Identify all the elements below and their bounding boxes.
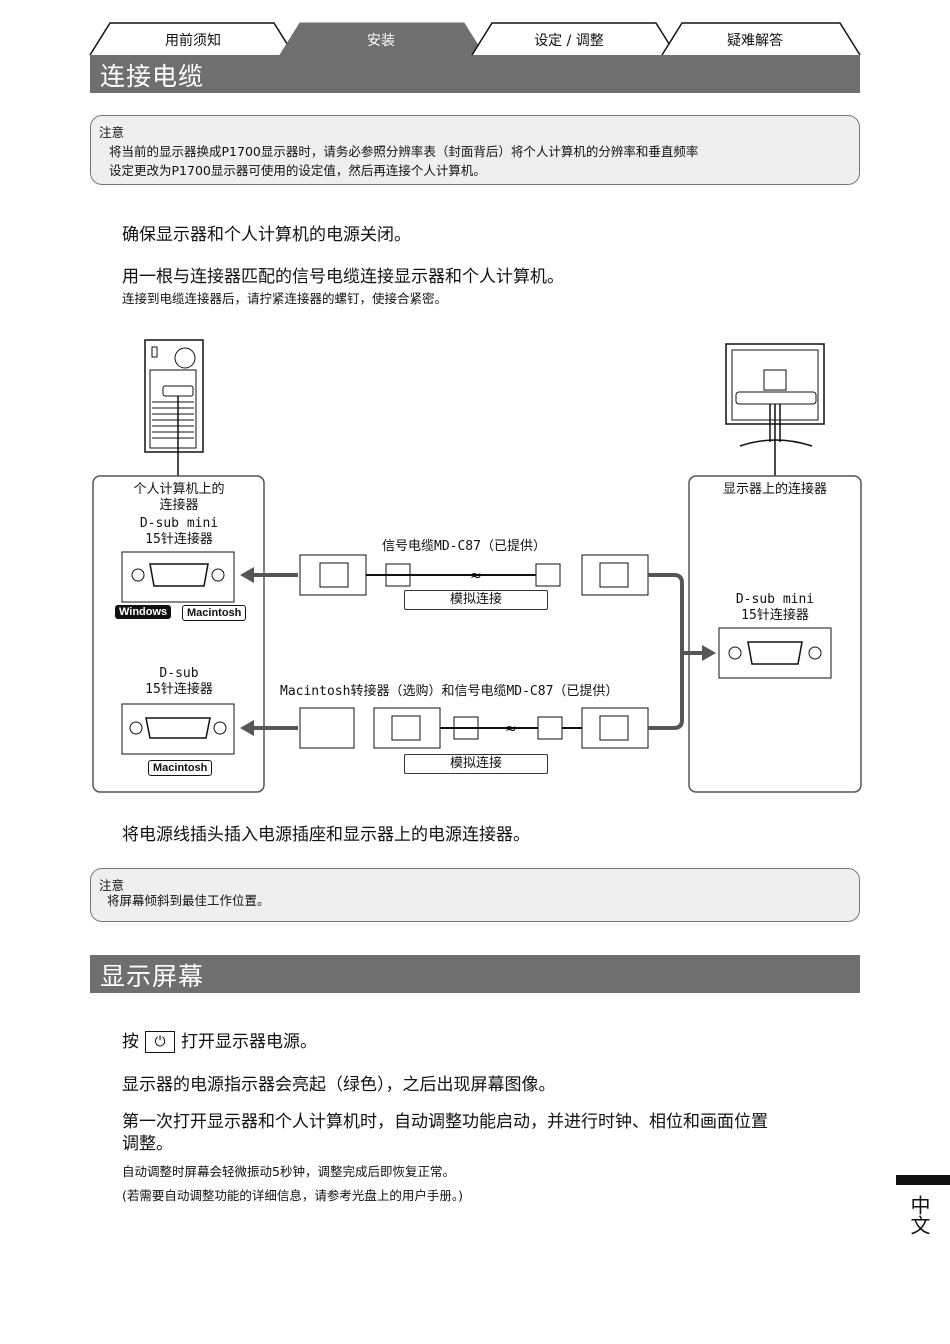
- step-indicator: 显示器的电源指示器会亮起（绿色），之后出现屏幕图像。: [122, 1075, 556, 1095]
- note-title: 注意: [99, 878, 125, 893]
- text-line: 15针连接器: [145, 532, 213, 547]
- text-line: D-sub: [159, 666, 199, 681]
- pc-dsub-mini-label: D-sub mini 15针连接器: [100, 516, 258, 548]
- cable1-label: 信号电缆MD-C87（已提供）: [382, 539, 546, 554]
- adapter-cable-icon: ≈: [299, 707, 649, 749]
- text-line: 第一次打开显示器和个人计算机时，自动调整功能启动，并进行时钟、相位和画面位置: [122, 1112, 768, 1132]
- note-box: 注意 将当前的显示器换成P1700显示器时，请务必参照分辨率表（封面背后）将个人…: [90, 115, 860, 185]
- note-box: 注意 将屏幕倾斜到最佳工作位置。: [90, 868, 860, 922]
- cable2-label: Macintosh转接器（选购）和信号电缆MD-C87（已提供）: [280, 684, 619, 699]
- note-title: 注意: [99, 125, 125, 140]
- auto-adjust-note: 自动调整时屏幕会轻微振动5秒钟，调整完成后即恢复正常。: [122, 1164, 455, 1179]
- step-connect-cable: 用一根与连接器匹配的信号电缆连接显示器和个人计算机。: [122, 267, 564, 287]
- tab-bar: 用前须知 安装 设定 / 调整 疑难解答: [88, 20, 862, 56]
- step-power-on: 按 ⏻ 打开显示器电源。: [122, 1027, 317, 1053]
- text-line: D-sub mini: [735, 592, 815, 607]
- analog-connection-label: 模拟连接: [404, 754, 548, 774]
- pc-connectors-title: 个人计算机上的 连接器: [100, 482, 258, 514]
- note-body: 将当前的显示器换成P1700显示器时，请务必参照分辨率表（封面背后）将个人计算机…: [109, 142, 698, 180]
- signal-cable-icon: ≈: [299, 554, 649, 596]
- section-header-connect-cable: 连接电缆: [90, 55, 860, 93]
- svg-text:≈: ≈: [470, 568, 482, 584]
- text-line: 15针连接器: [741, 608, 809, 623]
- step-auto-adjust: 第一次打开显示器和个人计算机时，自动调整功能启动，并进行时钟、相位和画面位置 调…: [122, 1111, 768, 1155]
- svg-text:≈: ≈: [505, 721, 517, 737]
- tab-install[interactable]: 安装: [367, 33, 395, 49]
- tab-troubleshooting[interactable]: 疑难解答: [727, 33, 783, 49]
- step-power-off: 确保显示器和个人计算机的电源关闭。: [122, 225, 411, 245]
- language-tab-label: 中文: [907, 1195, 931, 1235]
- note-line: 设定更改为P1700显示器可使用的设定值，然后再连接个人计算机。: [109, 163, 486, 178]
- windows-badge: Windows: [115, 605, 172, 619]
- diagram-graphics: ≈ ≈: [92, 339, 862, 793]
- monitor-dsub-mini-label: D-sub mini 15针连接器: [694, 592, 856, 624]
- monitor-back-icon: [725, 343, 825, 476]
- text-segment: 按: [122, 1032, 139, 1052]
- language-tab-marker: [896, 1175, 950, 1185]
- section-title: 连接电缆: [100, 62, 205, 91]
- text-segment: 打开显示器电源。: [181, 1032, 317, 1052]
- macintosh-badge: Macintosh: [148, 760, 213, 776]
- tab-usage[interactable]: 用前须知: [165, 33, 221, 49]
- pc-tower-icon: [144, 339, 204, 476]
- section-header-display-screen: 显示屏幕: [90, 955, 860, 993]
- pc-dsub-label: D-sub 15针连接器: [100, 666, 258, 698]
- text-line: 连接器: [159, 498, 199, 513]
- note-line: 将当前的显示器换成P1700显示器时，请务必参照分辨率表（封面背后）将个人计算机…: [109, 144, 699, 159]
- manual-reference-note: (若需要自动调整功能的详细信息，请参考光盘上的用户手册。): [122, 1188, 464, 1203]
- text-line: 15针连接器: [145, 682, 213, 697]
- power-icon: ⏻: [145, 1031, 175, 1053]
- text-line: 个人计算机上的: [133, 482, 225, 497]
- text-line: 调整。: [122, 1134, 173, 1154]
- section-title: 显示屏幕: [100, 962, 205, 991]
- analog-connection-label: 模拟连接: [404, 590, 548, 610]
- monitor-connectors-title: 显示器上的连接器: [722, 482, 827, 497]
- connection-diagram: ≈ ≈ 个人计算机上的 连接器 D-sub mini 15针连接器 Window…: [0, 330, 950, 810]
- note-body: 将屏幕倾斜到最佳工作位置。: [107, 893, 270, 908]
- macintosh-badge: Macintosh: [182, 605, 247, 621]
- step-power-cable: 将电源线插头插入电源插座和显示器上的电源连接器。: [122, 825, 530, 845]
- text-line: D-sub mini: [139, 516, 219, 531]
- step-connect-note: 连接到电缆连接器后，请拧紧连接器的螺钉，使接合紧密。: [122, 291, 448, 306]
- tab-settings[interactable]: 设定 / 调整: [534, 33, 604, 49]
